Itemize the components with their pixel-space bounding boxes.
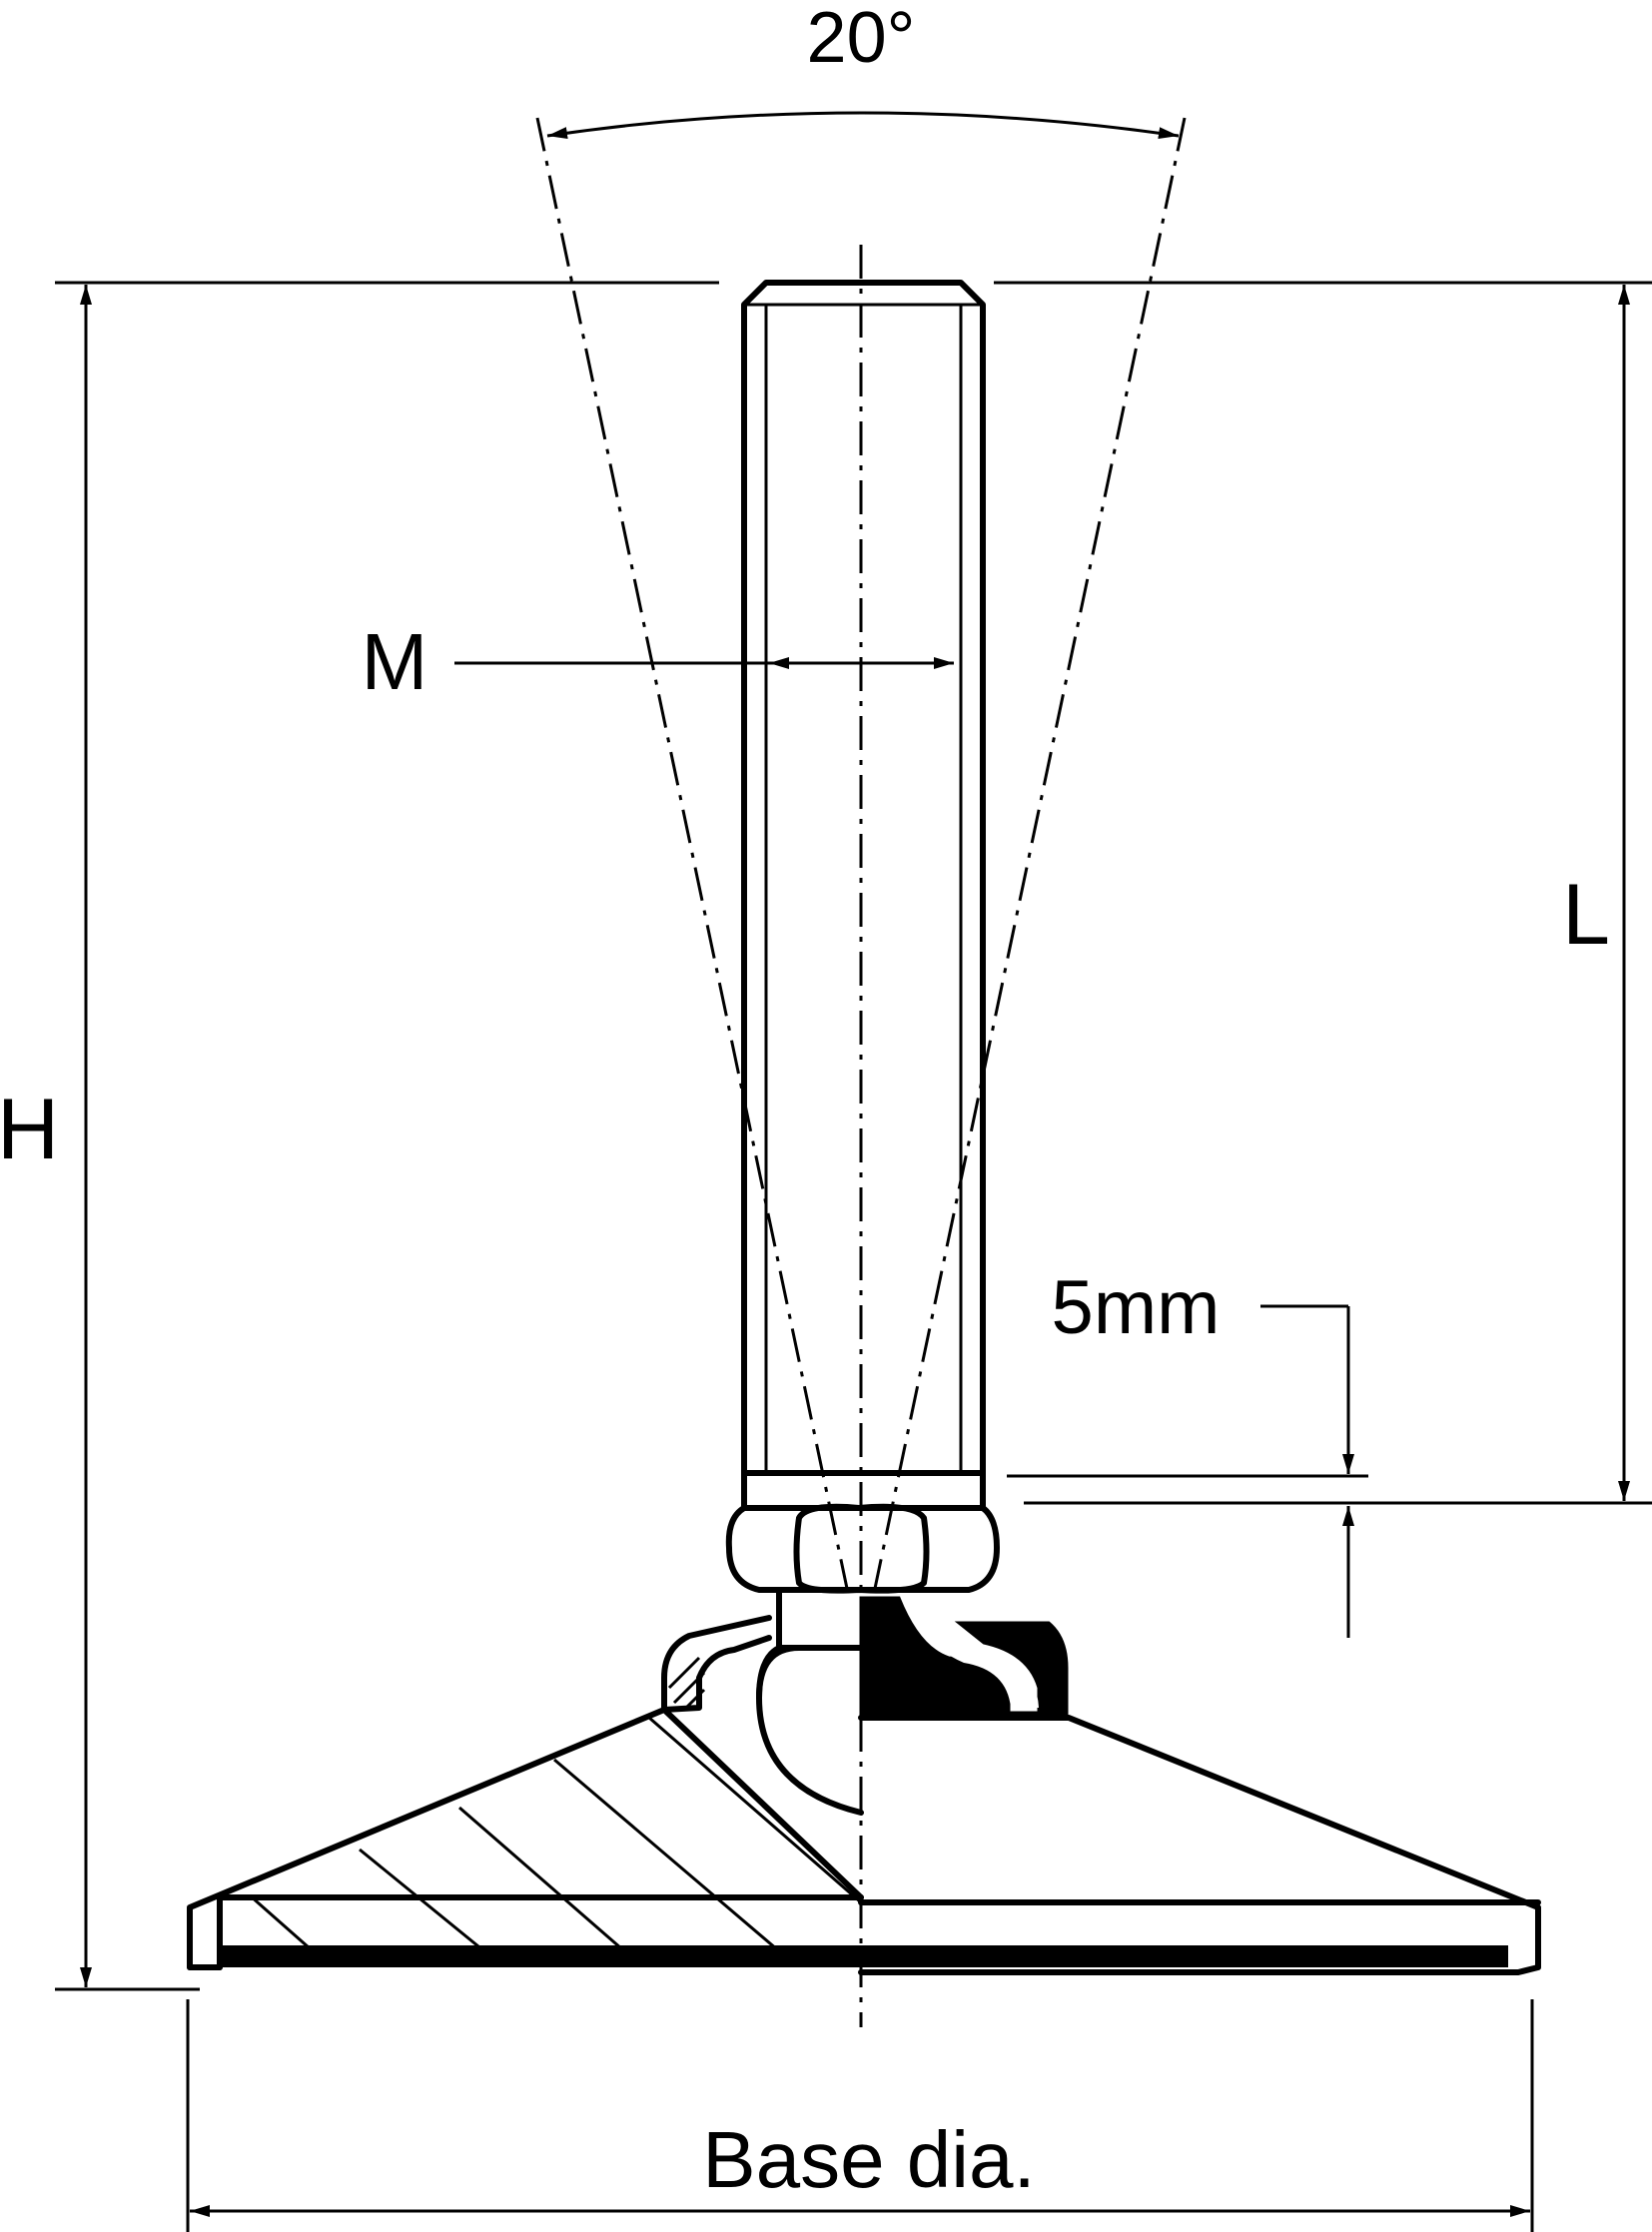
length-dimension: L	[994, 281, 1652, 1505]
base-diameter-label: Base dia.	[702, 2115, 1036, 2204]
height-label: H	[0, 1082, 59, 1177]
swivel-ball-joint	[661, 1587, 1069, 1816]
swivel-limit-line-left	[535, 117, 851, 1599]
centre-lines	[535, 117, 1187, 2027]
height-dimension: H	[0, 281, 719, 1991]
angle-dimension: 20°	[546, 0, 1180, 140]
base-diameter-dimension: Base dia.	[186, 1999, 1534, 2232]
rubber-pad	[220, 1945, 1508, 1967]
base	[187, 1707, 1541, 1975]
swivel-limit-line-right	[871, 117, 1187, 1599]
offset-label: 5mm	[1052, 1265, 1221, 1350]
offset-dimension: 5mm	[1007, 1265, 1368, 1638]
threaded-stud	[741, 280, 986, 1476]
thread-dimension: M	[362, 617, 954, 706]
length-label: L	[1562, 867, 1610, 963]
hex-nut	[725, 1470, 1000, 1594]
thread-label: M	[362, 617, 428, 706]
angle-label: 20°	[807, 0, 916, 78]
